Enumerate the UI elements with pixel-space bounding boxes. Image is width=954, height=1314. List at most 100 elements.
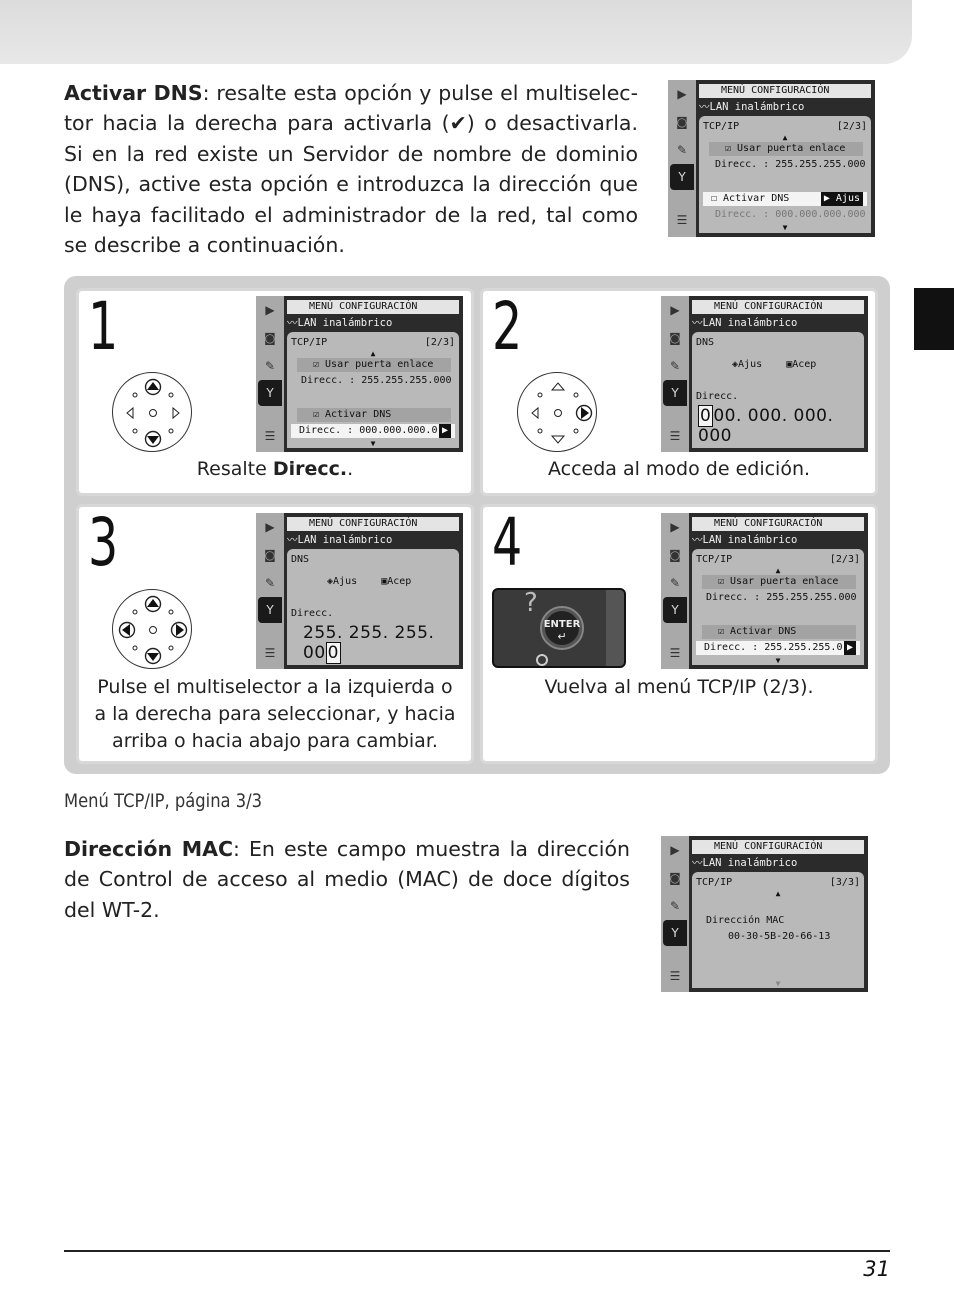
recent-icon: ☰ [676, 213, 688, 227]
playback-icon: ▶ [670, 520, 680, 534]
header-band [0, 0, 912, 64]
multiselector-up-down [112, 372, 192, 452]
lcd-submenu: 〰LAN inalámbrico [699, 101, 805, 113]
lcd-step-1: ▶ ◙ ✎ Y ☰ MENÚ CONFIGURACIÓN 〰LAN inalám… [256, 296, 463, 452]
lcd-menu-icons: ▶ ◙ ✎ Y ☰ [661, 296, 689, 452]
step-4-number: 4 [492, 504, 523, 581]
setup-wrench-icon: Y [663, 597, 687, 623]
pencil-icon: ✎ [669, 899, 681, 913]
lcd-title: DNS [696, 337, 715, 348]
lcd-hints: ◈Ajus ▣Acep [327, 576, 412, 587]
help-icon: ? [524, 588, 538, 618]
lcd-row-dns-addr: Direcc. : 000.000.000.000 [715, 209, 866, 220]
setup-wrench-icon: Y [258, 597, 282, 623]
down-arrow-icon: ▼ [775, 656, 781, 665]
multiselector-all [112, 589, 192, 669]
lcd-row-dns: ☑ Activar DNS [702, 625, 856, 639]
lcd-row-gateway-addr: Direcc. : 255.255.255.000 [706, 592, 857, 603]
lcd-menu-icons: ▶ ◙ ✎ Y ☰ [661, 513, 689, 669]
lcd-submenu: 〰LAN inalámbrico [287, 534, 393, 546]
zoom-icon [536, 654, 548, 666]
lcd-page: [2/3] [424, 337, 455, 348]
footer-rule [64, 1250, 890, 1252]
lcd-submenu: 〰LAN inalámbrico [287, 317, 393, 329]
lcd-title: DNS [291, 554, 310, 565]
lcd-panel: TCP/IP[3/3] ▲ Dirección MAC 00-30-5B-20-… [692, 872, 864, 988]
lcd-menu-icons: ▶ ◙ ✎ Y ☰ [256, 296, 284, 452]
lcd-title: TCP/IP [291, 337, 328, 348]
lcd-header: MENÚ CONFIGURACIÓN [692, 300, 864, 314]
lcd-mac: ▶ ◙ ✎ Y ☰ MENÚ CONFIGURACIÓN 〰LAN inalám… [661, 836, 868, 992]
lcd-step-2: ▶ ◙ ✎ Y ☰ MENÚ CONFIGURACIÓN 〰LAN inalám… [661, 296, 868, 452]
playback-icon: ▶ [677, 87, 687, 101]
lcd-header: MENÚ CONFIGURACIÓN [287, 300, 459, 314]
lcd-step-3: ▶ ◙ ✎ Y ☰ MENÚ CONFIGURACIÓN 〰LAN inalám… [256, 513, 463, 669]
mac-term: Dirección MAC [64, 837, 234, 861]
lcd-page: [2/3] [829, 554, 860, 565]
pencil-icon: ✎ [676, 143, 688, 157]
lcd-header: MENÚ CONFIGURACIÓN [287, 517, 459, 531]
lcd-header: MENÚ CONFIGURACIÓN [692, 840, 864, 854]
mac-text: : En este campo muestra la dirección de … [64, 837, 630, 922]
setup-wrench-icon: Y [670, 164, 694, 190]
multiselector-right [517, 372, 597, 452]
lcd-row-gateway-addr: Direcc. : 255.255.255.000 [301, 375, 452, 386]
lcd-title: TCP/IP [703, 121, 740, 132]
lcd-panel: TCP/IP[2/3] ▲ ☑ Usar puerta enlace Direc… [692, 549, 864, 665]
enter-button: ENTER ↵ [540, 606, 584, 650]
step-2-caption: Acceda al modo de edición. [547, 458, 811, 480]
enter-button-photo: ? ENTER ↵ [492, 588, 626, 668]
lcd-panel: TCP/IP[2/3] ▲ ☑ Usar puerta enlace Direc… [287, 332, 459, 448]
down-arrow-icon: ▼ [782, 223, 788, 232]
recent-icon: ☰ [264, 646, 276, 660]
lcd-row-dns: ☐ Activar DNS▶ Ajus [703, 192, 867, 206]
recent-icon: ☰ [669, 429, 681, 443]
recent-icon: ☰ [264, 429, 276, 443]
camera-icon: ◙ [264, 548, 276, 562]
mac-paragraph: Dirección MAC: En este campo muestra la … [64, 834, 630, 925]
lcd-submenu: 〰LAN inalámbrico [692, 857, 798, 869]
camera-icon: ◙ [669, 871, 681, 885]
camera-icon: ◙ [669, 548, 681, 562]
lcd-page: [2/3] [836, 121, 867, 132]
lcd-submenu: 〰LAN inalámbrico [692, 317, 798, 329]
setup-wrench-icon: Y [663, 380, 687, 406]
lcd-header: MENÚ CONFIGURACIÓN [699, 84, 871, 98]
camera-body-edge [606, 590, 624, 666]
lcd-title: TCP/IP [696, 554, 733, 565]
playback-icon: ▶ [670, 303, 680, 317]
down-arrow-icon: ▼ [775, 979, 781, 988]
lcd-row-gateway: ☑ Usar puerta enlace [709, 142, 863, 156]
lcd-row-dns-addr: Direcc. : 255.255.255.0▶ [696, 641, 860, 655]
camera-icon: ◙ [676, 115, 688, 129]
step-1-caption: Resalte Direcc.. [196, 458, 354, 480]
step-1-number: 1 [88, 288, 119, 365]
step-3-caption: Pulse el multiselector a la izquierda o … [94, 676, 456, 752]
lcd-row-dns: ☑ Activar DNS [297, 408, 451, 422]
lcd-menu-icons: ▶ ◙ ✎ Y ☰ [256, 513, 284, 669]
lcd-submenu: 〰LAN inalámbrico [692, 534, 798, 546]
chapter-tab [914, 288, 954, 350]
step-4-caption: Vuelva al menú TCP/IP (2/3). [544, 676, 814, 698]
lcd-mac-value: 00-30-5B-20-66-13 [728, 931, 831, 942]
tcpip-page3-subheading: Menú TCP/IP, página 3/3 [64, 790, 263, 812]
lcd-field-label: Direcc. [291, 608, 334, 619]
playback-icon: ▶ [265, 303, 275, 317]
lcd-menu-icons: ▶ ◙ ✎ Y ☰ [668, 80, 696, 237]
playback-icon: ▶ [670, 843, 680, 857]
lcd-row-gateway-addr: Direcc. : 255.255.255.000 [715, 159, 866, 170]
lcd-mac-label: Dirección MAC [706, 915, 785, 926]
lcd-page: [3/3] [829, 877, 860, 888]
page-number: 31 [863, 1257, 890, 1281]
recent-icon: ☰ [669, 969, 681, 983]
lcd-field-label: Direcc. [696, 391, 739, 402]
camera-icon: ◙ [669, 331, 681, 345]
lcd-row-dns-addr: Direcc. : 000.000.000.0▶ [291, 424, 455, 438]
up-arrow-icon: ▲ [775, 566, 781, 575]
lcd-header: MENÚ CONFIGURACIÓN [692, 517, 864, 531]
setup-wrench-icon: Y [258, 380, 282, 406]
lcd-row-gateway: ☑ Usar puerta enlace [297, 358, 451, 372]
step-2-number: 2 [492, 288, 523, 365]
